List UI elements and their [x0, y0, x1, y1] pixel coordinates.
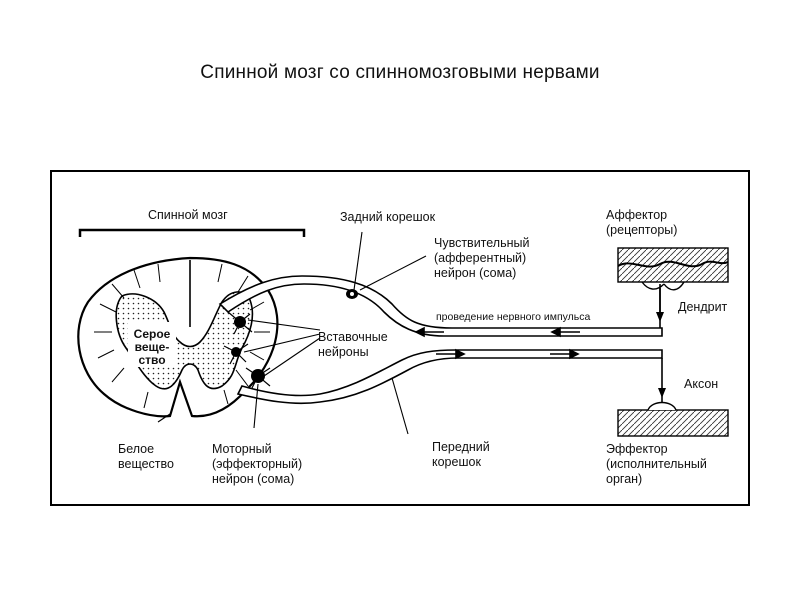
label-dendrite: Дендрит: [678, 300, 728, 314]
impulse-arrows: [414, 326, 580, 360]
label-afferent: Аффектор (рецепторы): [606, 208, 678, 237]
spinal-cord-diagram: Спинной мозг Задний корешок Чувствительн…: [50, 170, 750, 506]
label-sensory-neuron: Чувствительный (афферентный) нейрон (сом…: [434, 236, 530, 280]
label-dorsal-root: Задний корешок: [340, 210, 436, 224]
effector-tissue: [617, 401, 729, 437]
ventral-root-pathway: [236, 349, 663, 405]
label-gray-matter: Серое веще- ство: [130, 328, 174, 367]
label-white-matter: Белое вещество: [118, 442, 174, 471]
receptor-tissue: [617, 247, 729, 291]
label-interneurons: Вставочные нейроны: [318, 330, 388, 359]
label-effector: Эффектор (исполнительный орган): [606, 442, 707, 486]
dorsal-root-pathway: [218, 275, 663, 337]
label-axon: Аксон: [684, 377, 719, 391]
label-spinal-cord: Спинной мозг: [148, 208, 228, 222]
label-ventral-root: Передний корешок: [432, 440, 490, 469]
spinal-cord-bracket: [78, 228, 306, 237]
label-motor-neuron: Моторный (эффекторный) нейрон (сома): [212, 442, 303, 486]
label-impulse: проведение нервного импульса: [436, 311, 591, 323]
slide-title: Спинной мозг со спинномозговыми нервами: [200, 62, 600, 83]
leader-lines: [157, 231, 427, 435]
